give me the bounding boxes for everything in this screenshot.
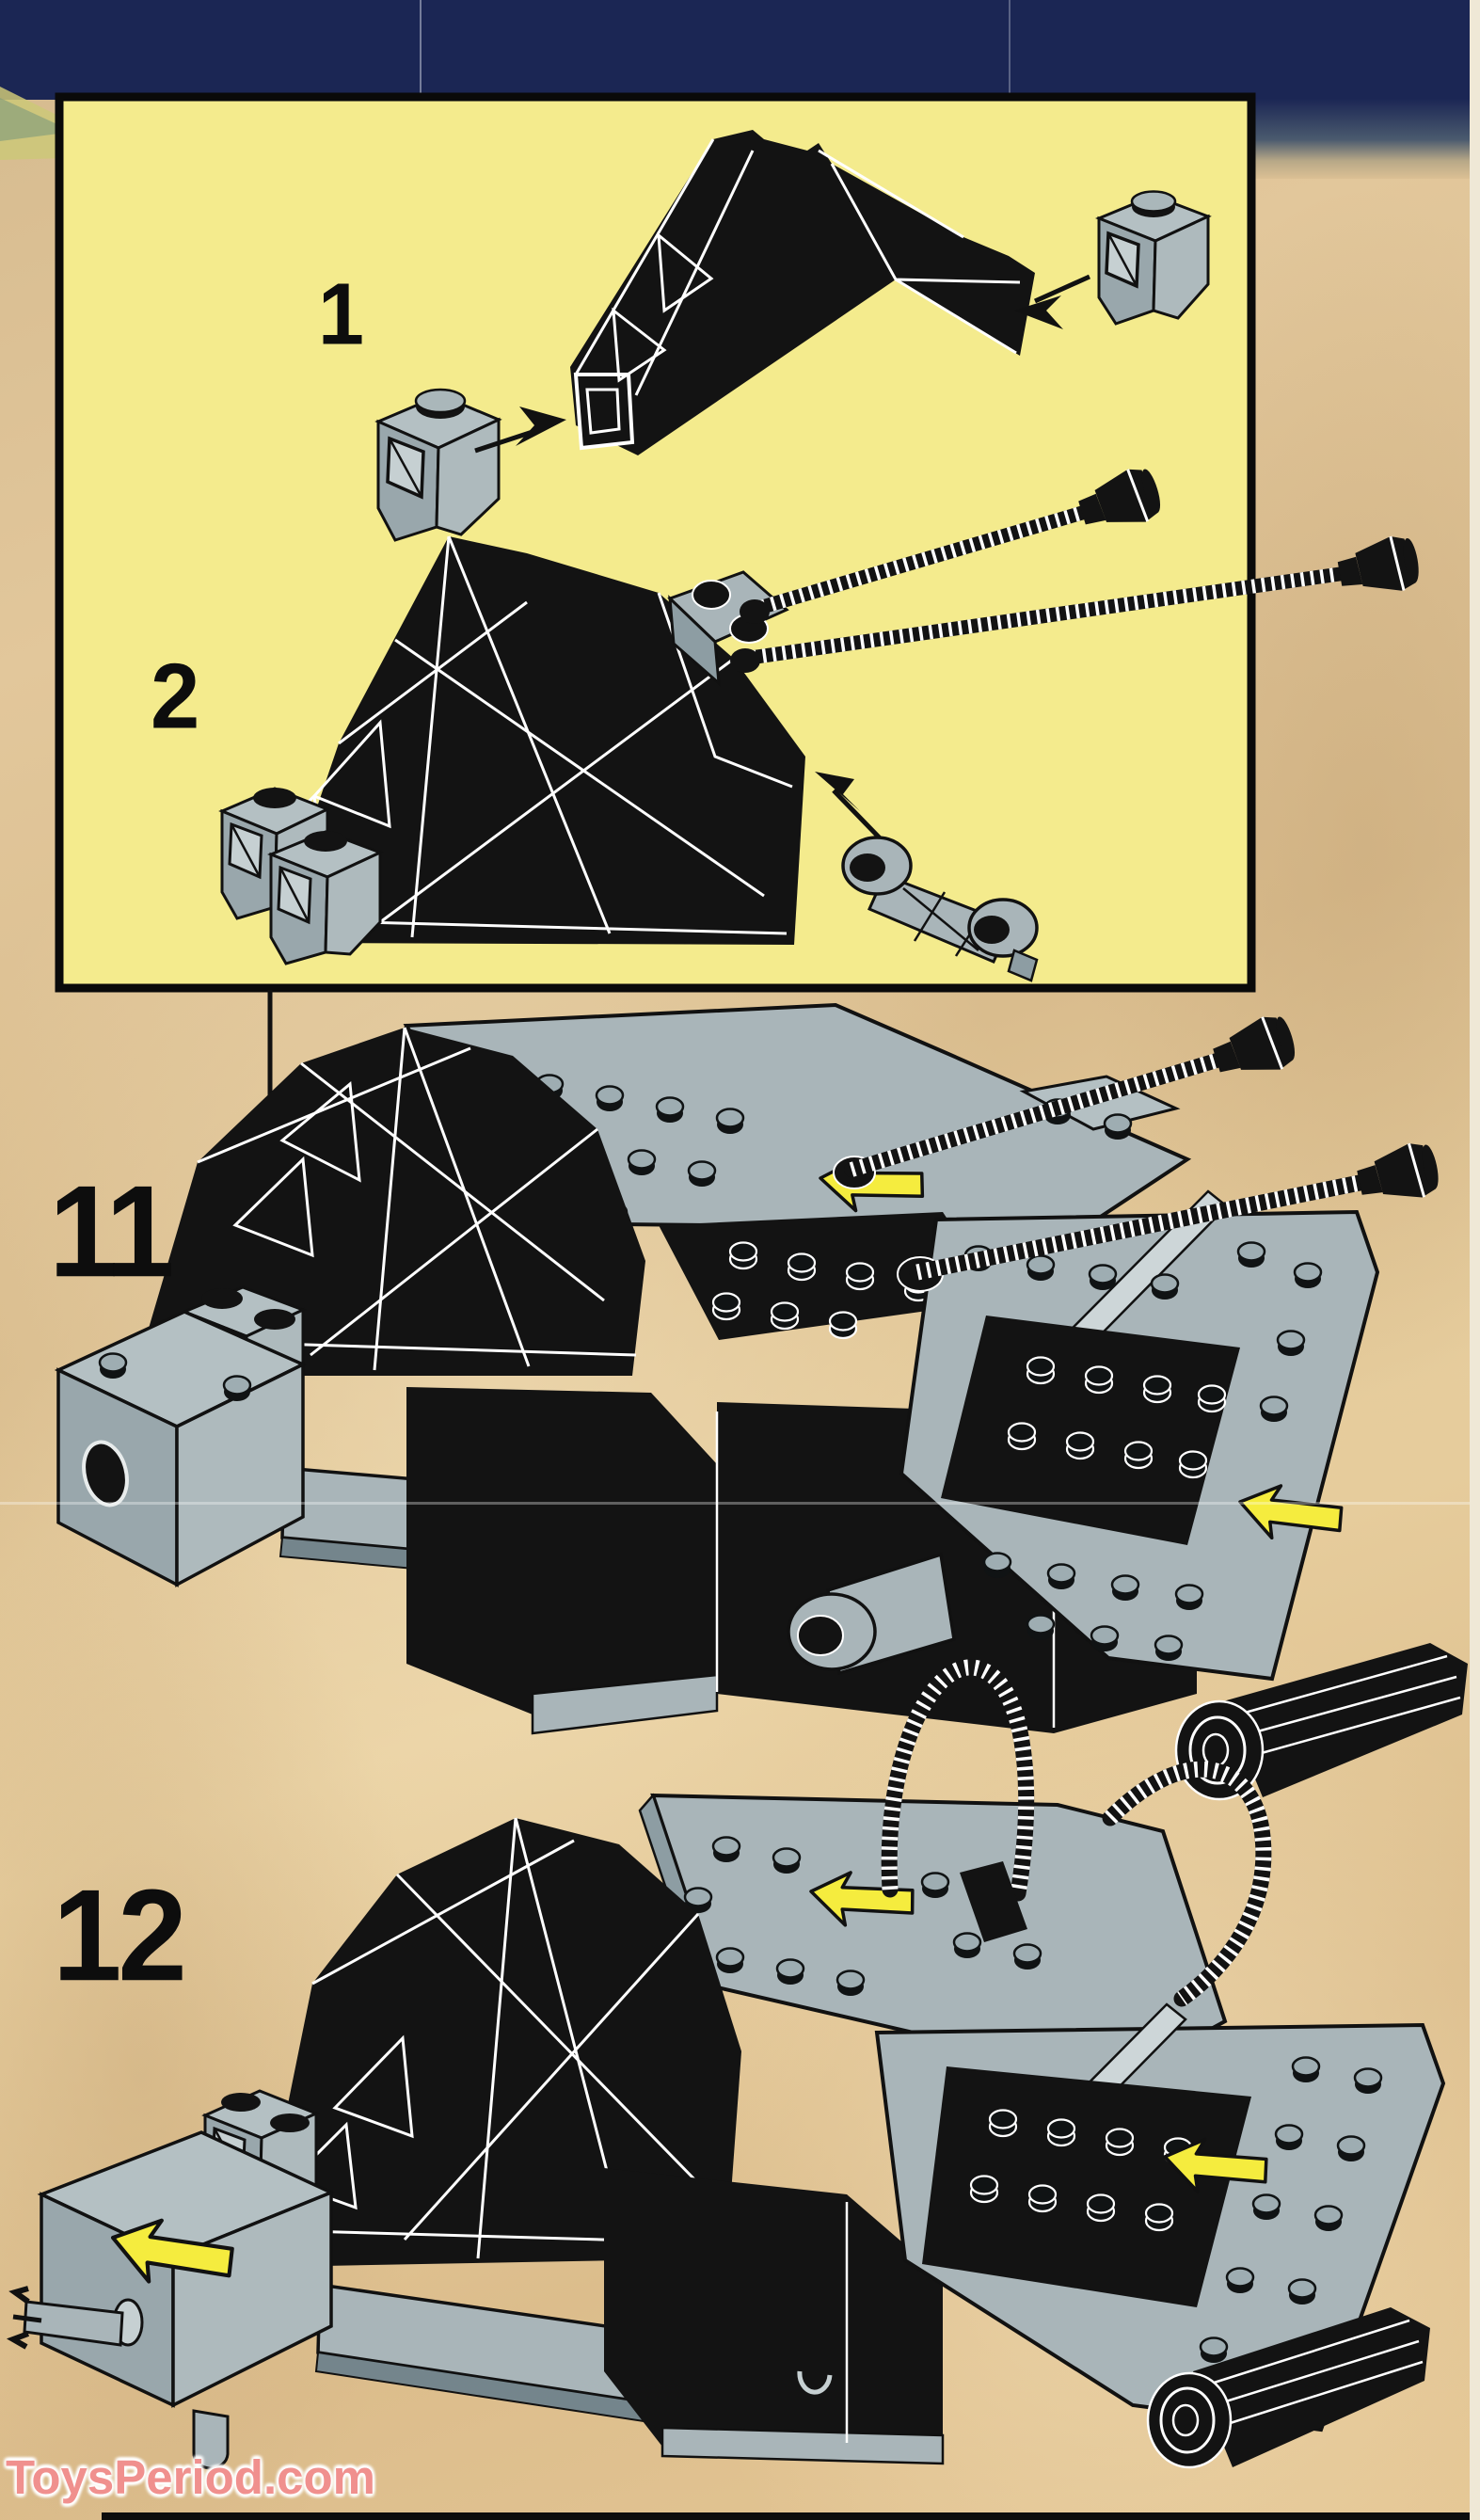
nose-assembly [54,1285,563,1665]
flex-hose [1102,1761,1272,2007]
step12-illustration [6,1659,1446,2470]
inset-substep-2-label: 2 [151,644,199,748]
gun-antenna [897,1137,1444,1292]
step11-illustration [54,1002,1468,1801]
page-bottom-edge [102,2512,1480,2520]
right-wing [899,1189,1380,1682]
nose-assembly [6,2089,336,2408]
watermark: ToysPeriod.com [6,2450,375,2504]
mid-deck [659,1212,1001,1340]
strut-piece [841,836,1039,982]
inset-step2-illustration [218,461,1424,982]
engine-nozzle [1146,2307,1430,2469]
connector-arrow [1014,274,1091,329]
fold-crease [0,1502,1480,1505]
fuselage [192,2168,945,2470]
page-right-edge [1470,0,1480,2520]
step-12-label: 12 [53,1862,187,2008]
flex-hose [881,1659,1035,1942]
flex-antenna [740,461,1168,624]
connector-arrow [474,407,566,454]
right-wing [874,2002,1446,2432]
flex-antenna [730,531,1424,673]
canopy [260,1817,741,2266]
antenna-bracket [667,570,789,687]
gun-antenna [833,1009,1302,1189]
inset-substep-1-label: 1 [318,264,364,363]
headlight-brick-pair [218,787,384,965]
inset-step1-illustration [374,130,1212,542]
crease-scratch [420,0,422,113]
canopy [143,1027,645,1376]
headlight-brick [1095,190,1212,326]
step-11-label: 11 [49,1158,175,1304]
canopy-piece [570,130,1035,455]
